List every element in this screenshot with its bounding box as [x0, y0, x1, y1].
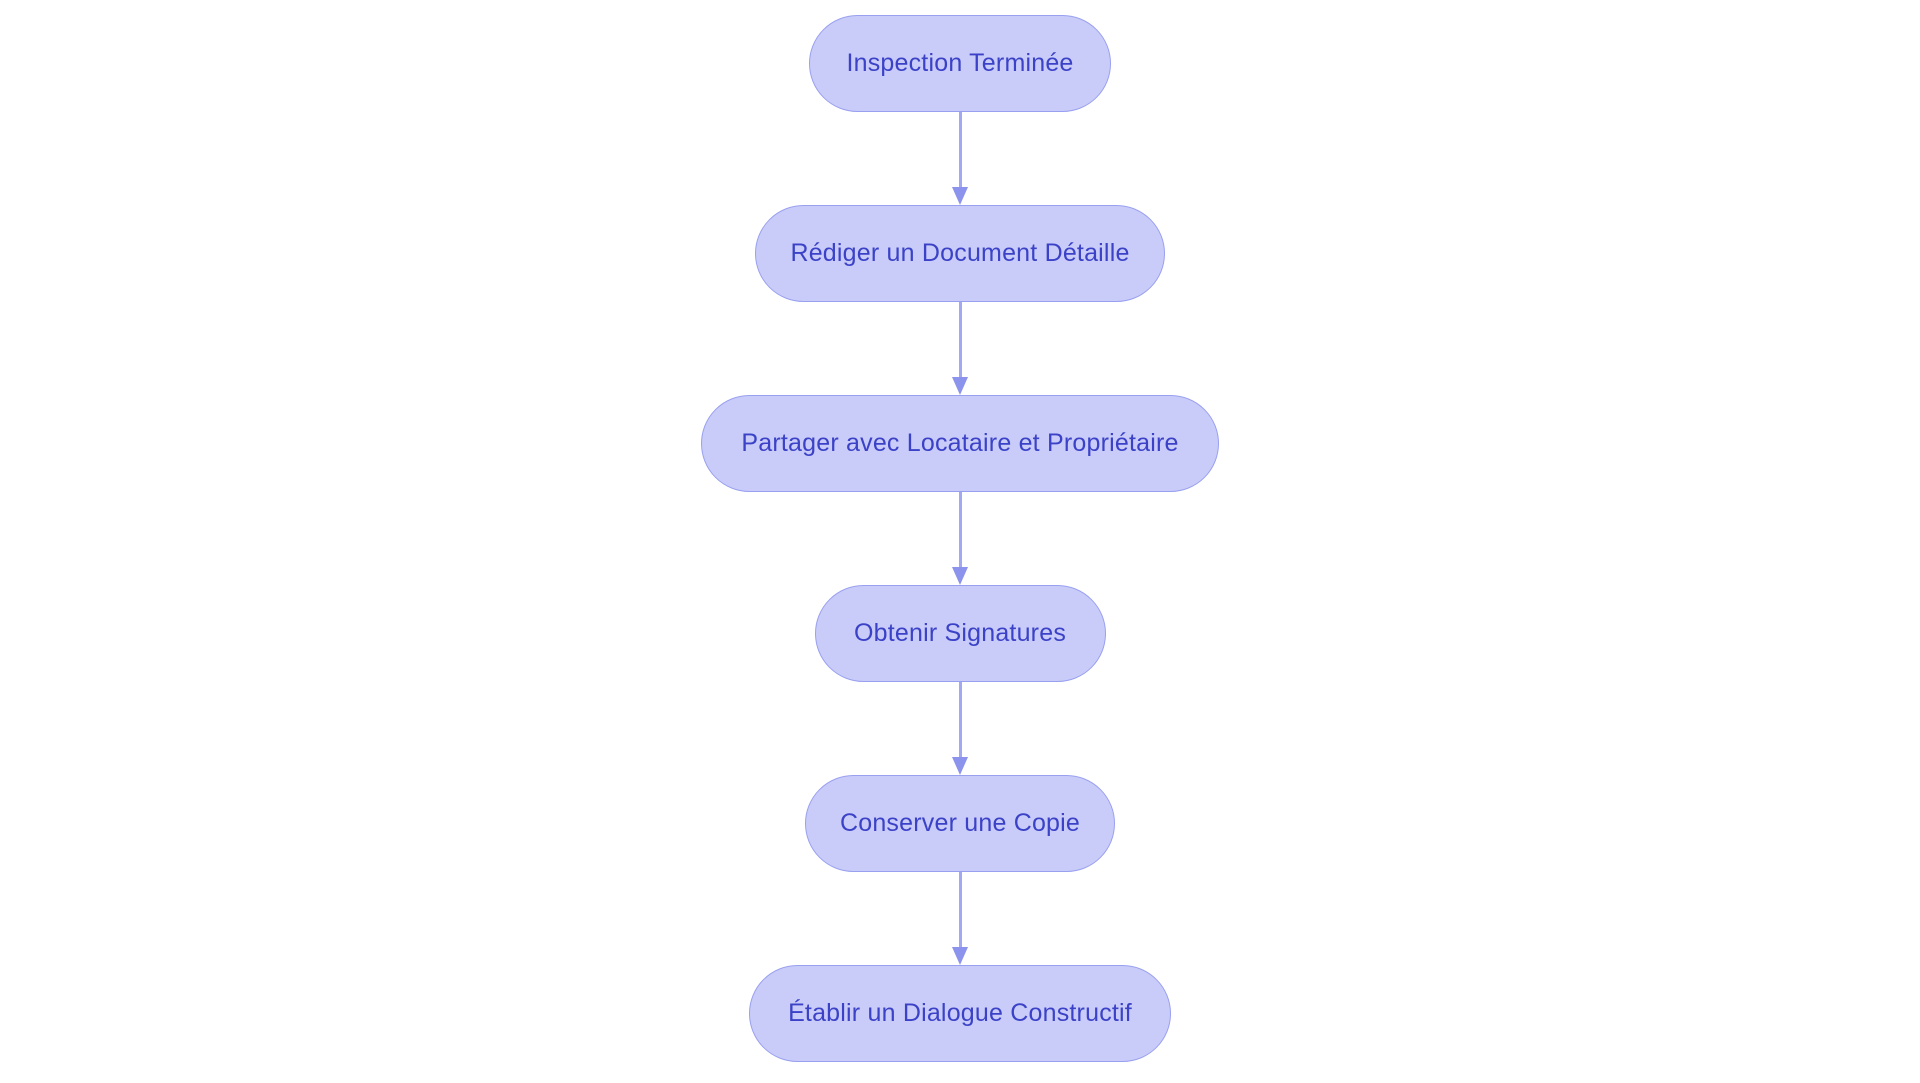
flow-node-label: Partager avec Locataire et Propriétaire — [741, 429, 1179, 457]
flow-arrow-4 — [950, 682, 970, 775]
arrow-shaft — [958, 302, 962, 377]
flow-node-partager: Partager avec Locataire et Propriétaire — [701, 395, 1219, 492]
arrow-down-icon — [952, 187, 968, 205]
flow-node-obtenir-signatures: Obtenir Signatures — [814, 585, 1106, 682]
arrow-shaft — [958, 112, 962, 187]
flow-node-label: Obtenir Signatures — [853, 619, 1067, 647]
arrow-shaft — [958, 872, 962, 947]
flow-arrow-2 — [950, 302, 970, 395]
flow-arrow-3 — [950, 492, 970, 585]
arrow-down-icon — [952, 567, 968, 585]
flow-node-label: Rédiger un Document Détaille — [790, 239, 1130, 267]
arrow-down-icon — [952, 947, 968, 965]
arrow-shaft — [958, 682, 962, 757]
flow-node-inspection-terminee: Inspection Terminée — [809, 15, 1111, 112]
flow-node-label: Conserver une Copie — [839, 809, 1081, 837]
arrow-down-icon — [952, 377, 968, 395]
flow-node-conserver-copie: Conserver une Copie — [805, 775, 1115, 872]
flow-node-rediger-document: Rédiger un Document Détaille — [755, 205, 1165, 302]
flow-node-etablir-dialogue: Établir un Dialogue Constructif — [749, 965, 1171, 1062]
flow-arrow-1 — [950, 112, 970, 205]
arrow-down-icon — [952, 757, 968, 775]
arrow-shaft — [958, 492, 962, 567]
flow-node-label: Établir un Dialogue Constructif — [788, 999, 1132, 1027]
flowchart: Inspection Terminée Rédiger un Document … — [0, 15, 1920, 1062]
flow-arrow-5 — [950, 872, 970, 965]
flow-node-label: Inspection Terminée — [846, 49, 1074, 77]
